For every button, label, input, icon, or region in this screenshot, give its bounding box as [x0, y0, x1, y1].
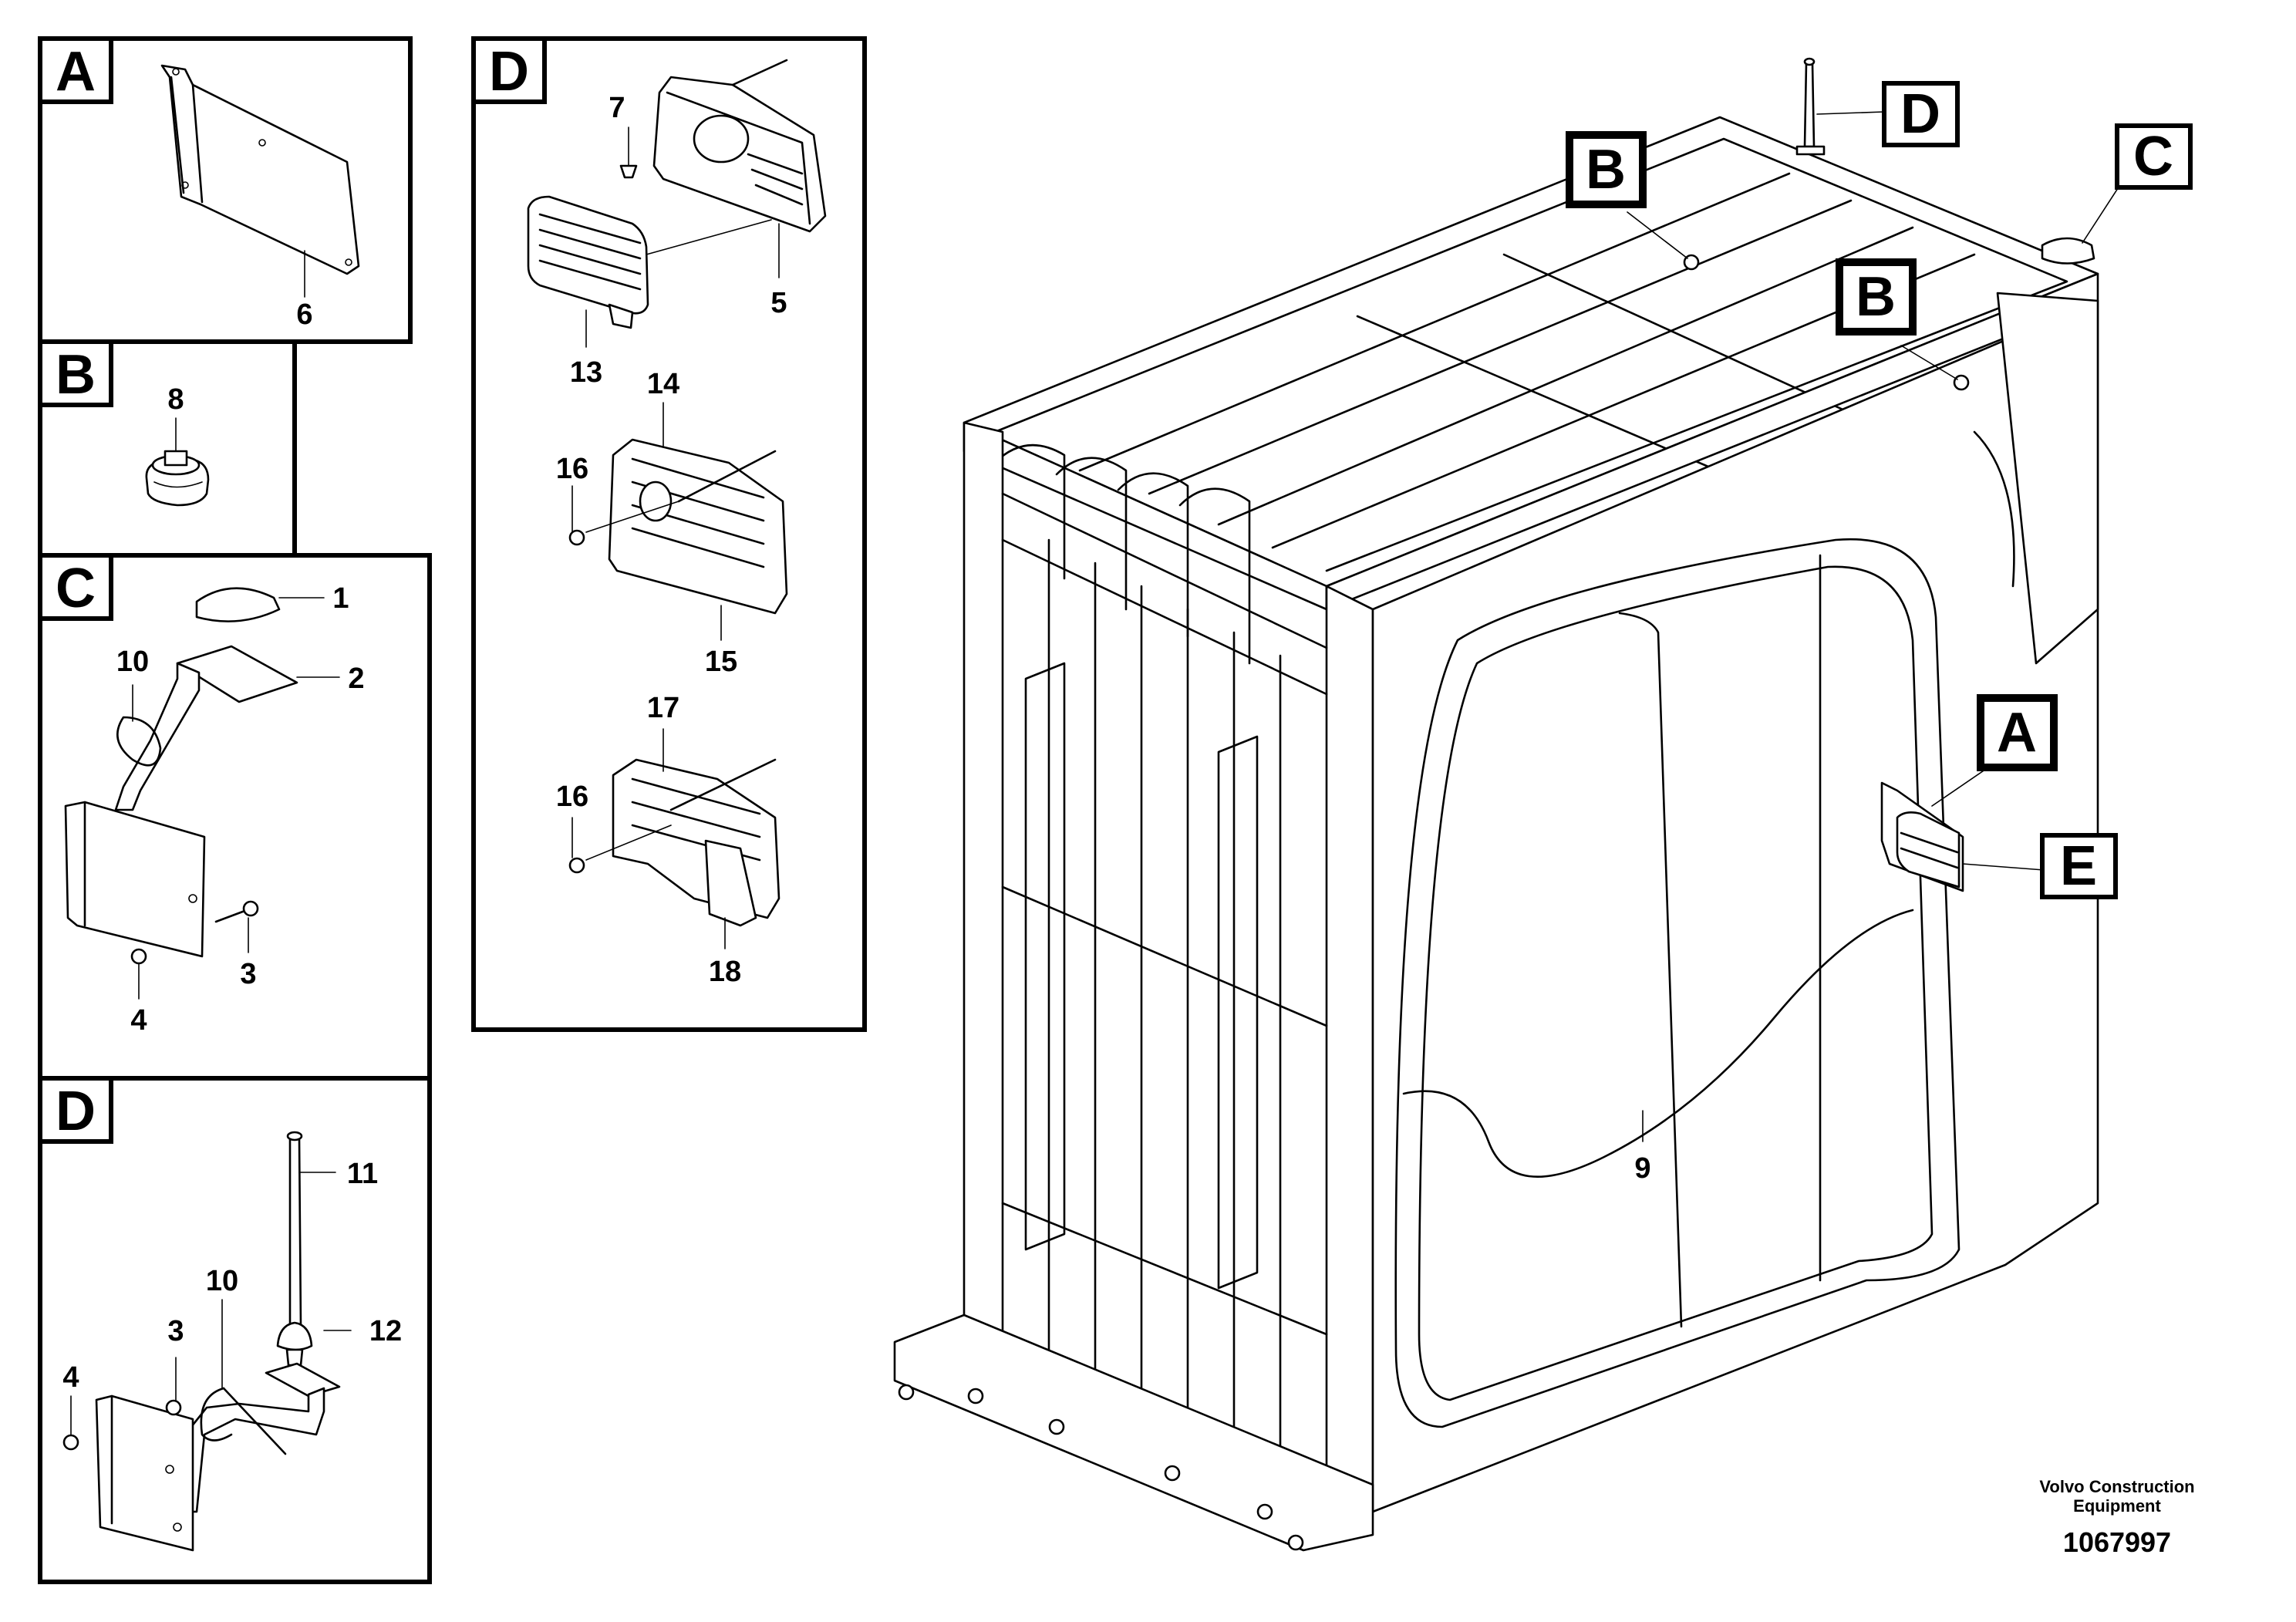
work-lamp-part-14-15 — [568, 438, 788, 615]
panel-c: C 1 2 10 3 4 — [38, 553, 432, 1081]
rubber-plug-part-8 — [145, 450, 210, 507]
gps-antenna-assembly — [64, 587, 298, 965]
svg-text:8: 8 — [167, 383, 184, 416]
panel-b: B 8 — [38, 339, 297, 558]
svg-text:17: 17 — [647, 692, 679, 724]
svg-text:C: C — [56, 558, 96, 619]
svg-text:A: A — [1997, 702, 2037, 764]
light-housing-part-5 — [652, 59, 827, 233]
callout-d: D — [1882, 81, 1960, 147]
svg-text:B: B — [1586, 139, 1626, 201]
svg-text:5: 5 — [770, 287, 787, 319]
work-lamp-part-17-18 — [568, 758, 781, 927]
svg-text:11: 11 — [347, 1158, 378, 1190]
panel-a-label: A — [56, 41, 96, 103]
svg-text:16: 16 — [556, 781, 588, 813]
svg-text:10: 10 — [116, 646, 149, 678]
callout-b-rear: B — [1836, 258, 1917, 336]
svg-text:4: 4 — [62, 1361, 79, 1394]
svg-text:B: B — [56, 344, 96, 406]
svg-text:15: 15 — [705, 646, 737, 678]
callout-a: A — [1977, 694, 2058, 771]
svg-text:10: 10 — [206, 1265, 238, 1297]
svg-text:2: 2 — [348, 663, 364, 695]
company-line-2: Equipment — [2073, 1496, 2161, 1516]
svg-text:B: B — [1856, 266, 1896, 328]
svg-text:12: 12 — [369, 1315, 402, 1347]
svg-text:6: 6 — [296, 298, 312, 331]
svg-text:13: 13 — [570, 356, 602, 389]
panel-d-antenna: D 11 12 10 3 4 — [38, 1076, 432, 1584]
svg-text:D: D — [1900, 83, 1940, 145]
svg-text:14: 14 — [647, 368, 679, 400]
svg-text:D: D — [489, 41, 529, 103]
svg-text:16: 16 — [556, 453, 588, 485]
panel-d-work-lights: D 5 7 13 14 — [471, 36, 867, 1032]
plate-part-6 — [160, 64, 360, 275]
callout-e: E — [2040, 833, 2118, 899]
svg-text:D: D — [56, 1081, 96, 1142]
callout-c: C — [2115, 123, 2193, 190]
svg-text:3: 3 — [167, 1315, 184, 1347]
svg-text:4: 4 — [130, 1004, 147, 1037]
svg-text:3: 3 — [240, 958, 256, 990]
svg-text:18: 18 — [709, 956, 741, 988]
radio-antenna-assembly — [62, 1131, 341, 1552]
panel-a: A 6 — [38, 36, 413, 344]
document-number: 1067997 — [2063, 1526, 2171, 1558]
callout-b-roof: B — [1566, 131, 1647, 208]
work-lamp-part-13 — [527, 195, 772, 329]
company-line-1: Volvo Construction — [2039, 1477, 2194, 1496]
cab-assembly — [893, 57, 2099, 1552]
svg-text:7: 7 — [609, 92, 625, 124]
part-label-9: 9 — [1634, 1152, 1650, 1185]
svg-text:C: C — [2133, 126, 2173, 187]
svg-text:1: 1 — [332, 582, 349, 615]
svg-text:E: E — [2060, 835, 2097, 897]
